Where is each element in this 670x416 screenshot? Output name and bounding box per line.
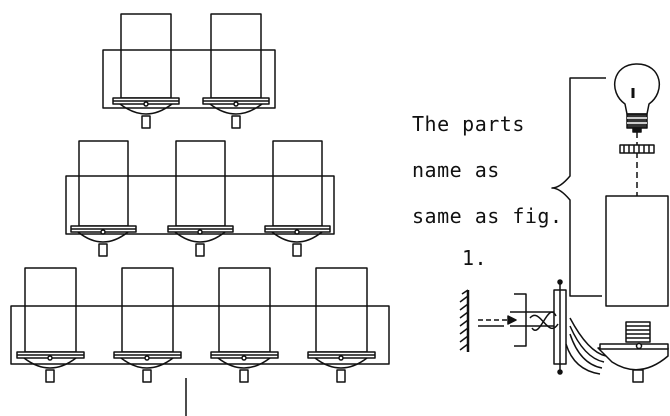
- light-unit: [308, 268, 375, 382]
- arm-pipes: [566, 318, 606, 374]
- light-unit: [71, 141, 136, 256]
- backplate: [103, 50, 275, 108]
- socket-cup: [120, 104, 172, 114]
- socket-cup: [175, 232, 225, 242]
- light-unit: [168, 141, 233, 256]
- glass-shade-exploded: [606, 196, 668, 306]
- shade-ring: [620, 145, 654, 153]
- parts-note-line-2: name as: [412, 158, 500, 182]
- exploded-assembly: [460, 64, 668, 382]
- socket-stem-exploded: [633, 370, 643, 382]
- glass-shade: [25, 268, 76, 352]
- socket-cup: [24, 358, 76, 368]
- light-unit: [203, 14, 269, 128]
- wires: [530, 315, 558, 328]
- fixture-4-light: [11, 268, 389, 416]
- socket-cup-exploded: [598, 348, 668, 370]
- crossbar-bracket: [514, 294, 526, 346]
- fixture-3-light: [66, 141, 334, 256]
- socket-cup: [272, 232, 322, 242]
- grouping-bracket: [552, 78, 606, 296]
- socket-cup: [210, 104, 262, 114]
- lightbulb-icon: [615, 64, 660, 132]
- socket-cup: [218, 358, 270, 368]
- glass-shade: [176, 141, 225, 226]
- glass-shade: [121, 14, 171, 98]
- glass-shade: [273, 141, 322, 226]
- light-unit: [113, 14, 179, 128]
- light-unit: [211, 268, 278, 382]
- light-unit: [114, 268, 181, 382]
- socket-cup: [315, 358, 367, 368]
- glass-shade: [219, 268, 270, 352]
- figure-number: 1.: [462, 246, 488, 270]
- fixture-2-light: [103, 14, 275, 128]
- socket-cup: [121, 358, 173, 368]
- socket-stem: [232, 116, 240, 128]
- light-unit: [265, 141, 330, 256]
- wall-hatch: [460, 290, 468, 352]
- socket-threads: [626, 322, 650, 342]
- glass-shade: [122, 268, 173, 352]
- parts-note-line-3: same as fig.: [412, 204, 563, 228]
- backplate: [11, 306, 389, 364]
- parts-note-line-1: The parts: [412, 112, 525, 136]
- socket-cup: [78, 232, 128, 242]
- glass-shade: [211, 14, 261, 98]
- glass-shade: [79, 141, 128, 226]
- light-unit: [17, 268, 84, 382]
- socket-stem: [142, 116, 150, 128]
- glass-shade: [316, 268, 367, 352]
